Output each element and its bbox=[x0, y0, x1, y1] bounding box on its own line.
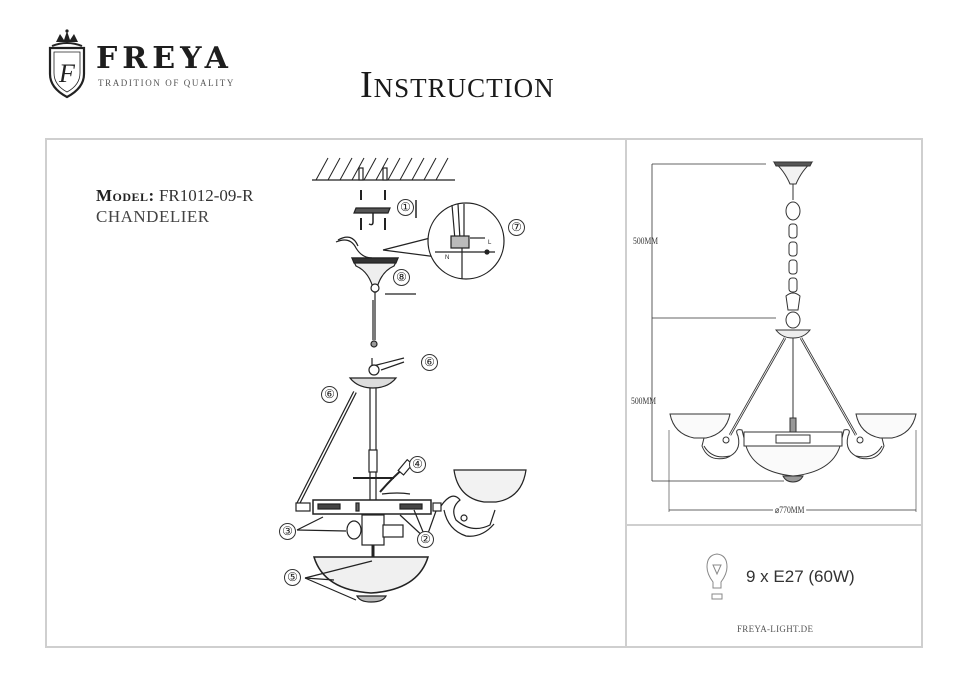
model-line: Model: FR1012-09-R bbox=[96, 186, 253, 206]
svg-text:F: F bbox=[58, 59, 76, 88]
brand-logo: F bbox=[38, 28, 258, 100]
assembly-diagram: N L bbox=[295, 157, 527, 603]
website-url: FREYA-LIGHT.DE bbox=[737, 624, 814, 634]
callout-4: ④ bbox=[409, 456, 426, 473]
wiring-label-neutral: N bbox=[445, 255, 449, 261]
horizontal-divider bbox=[625, 524, 923, 526]
model-number: FR1012-09-R bbox=[158, 186, 254, 205]
dimension-diameter: ⌀770MM bbox=[773, 505, 807, 516]
callout-6-rod: ⑥ bbox=[321, 386, 338, 403]
product-type: CHANDELIER bbox=[96, 207, 210, 226]
callout-3: ③ bbox=[279, 523, 296, 540]
callout-7: ⑦ bbox=[508, 219, 525, 236]
wiring-label-live: L bbox=[488, 240, 492, 246]
content-frame bbox=[45, 138, 923, 648]
callout-6-hook: ⑥ bbox=[421, 354, 438, 371]
callout-1: ① bbox=[397, 199, 414, 216]
page-title: Instruction bbox=[360, 64, 555, 106]
lamp-spec: 9 x E27 (60W) bbox=[746, 567, 855, 586]
dimension-drawing bbox=[651, 161, 917, 512]
brand-tagline: Tradition of Quality bbox=[98, 78, 235, 88]
light-bulb-icon bbox=[706, 553, 728, 600]
crowned-shield-f-icon: F bbox=[48, 29, 86, 99]
vertical-divider bbox=[625, 138, 627, 648]
dimension-height-lower: 500MM bbox=[631, 396, 657, 406]
callout-8: ⑧ bbox=[393, 269, 410, 286]
brand-name: FREYA bbox=[96, 41, 233, 76]
callout-2: ② bbox=[417, 531, 434, 548]
model-label: Model: bbox=[96, 186, 155, 205]
dimension-height-upper: 500MM bbox=[633, 236, 659, 246]
callout-5: ⑤ bbox=[284, 569, 301, 586]
